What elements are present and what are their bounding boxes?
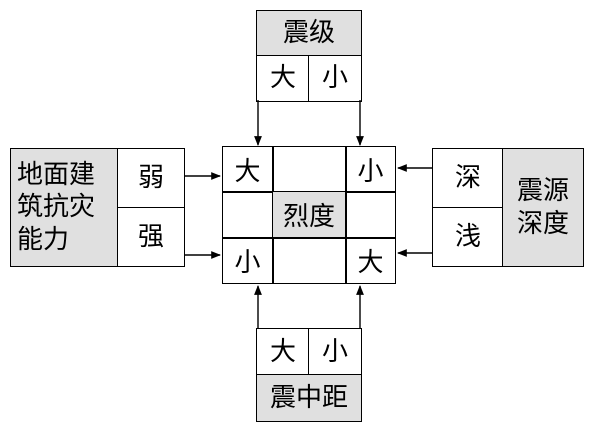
resistance-strong-cell: 强 [117, 207, 185, 267]
focal-depth-header: 震源 深度 [502, 148, 584, 267]
distance-small-cell: 小 [308, 328, 362, 376]
magnitude-large-label: 大 [269, 63, 296, 94]
grid-line-h1 [222, 191, 396, 193]
depth-shallow-label: 浅 [454, 221, 481, 252]
depth-shallow-cell: 浅 [432, 207, 504, 267]
magnitude-label: 震级 [282, 18, 335, 49]
building-resistance-line-2: 筑抗灾 [17, 192, 96, 223]
intensity-bottom-right-label: 大 [357, 248, 384, 278]
epicentral-distance-label: 震中距 [269, 382, 348, 413]
magnitude-large-cell: 大 [256, 55, 310, 102]
intensity-top-right: 小 [346, 147, 395, 191]
distance-large-cell: 大 [256, 328, 310, 376]
building-resistance-header: 地面建 筑抗灾 能力 [10, 148, 119, 267]
magnitude-small-cell: 小 [308, 55, 362, 102]
resistance-weak-label: 弱 [137, 163, 164, 194]
grid-line-v1 [272, 146, 274, 284]
intensity-top-left-label: 大 [234, 156, 261, 187]
resistance-strong-label: 强 [137, 221, 164, 252]
grid-line-h2 [222, 237, 396, 239]
building-resistance-line-3: 能力 [17, 224, 70, 255]
epicentral-distance-header: 震中距 [256, 374, 362, 422]
intensity-bottom-left: 小 [223, 238, 272, 283]
distance-large-label: 大 [269, 336, 296, 367]
depth-deep-label: 深 [454, 163, 481, 194]
intensity-top-left: 大 [223, 147, 272, 191]
grid-line-v2 [345, 146, 347, 284]
intensity-bottom-left-label: 小 [234, 248, 261, 278]
magnitude-header: 震级 [256, 10, 362, 57]
depth-deep-cell: 深 [432, 148, 504, 209]
resistance-weak-cell: 弱 [117, 148, 185, 209]
intensity-center-label: 烈度 [282, 202, 335, 232]
focal-depth-line-2: 深度 [516, 208, 569, 239]
distance-small-label: 小 [321, 336, 348, 367]
intensity-bottom-right: 大 [346, 238, 395, 283]
focal-depth-line-1: 震源 [516, 176, 569, 206]
intensity-center: 烈度 [273, 192, 345, 237]
intensity-top-right-label: 小 [357, 156, 384, 187]
building-resistance-line-1: 地面建 [17, 159, 96, 190]
magnitude-small-label: 小 [321, 63, 348, 94]
